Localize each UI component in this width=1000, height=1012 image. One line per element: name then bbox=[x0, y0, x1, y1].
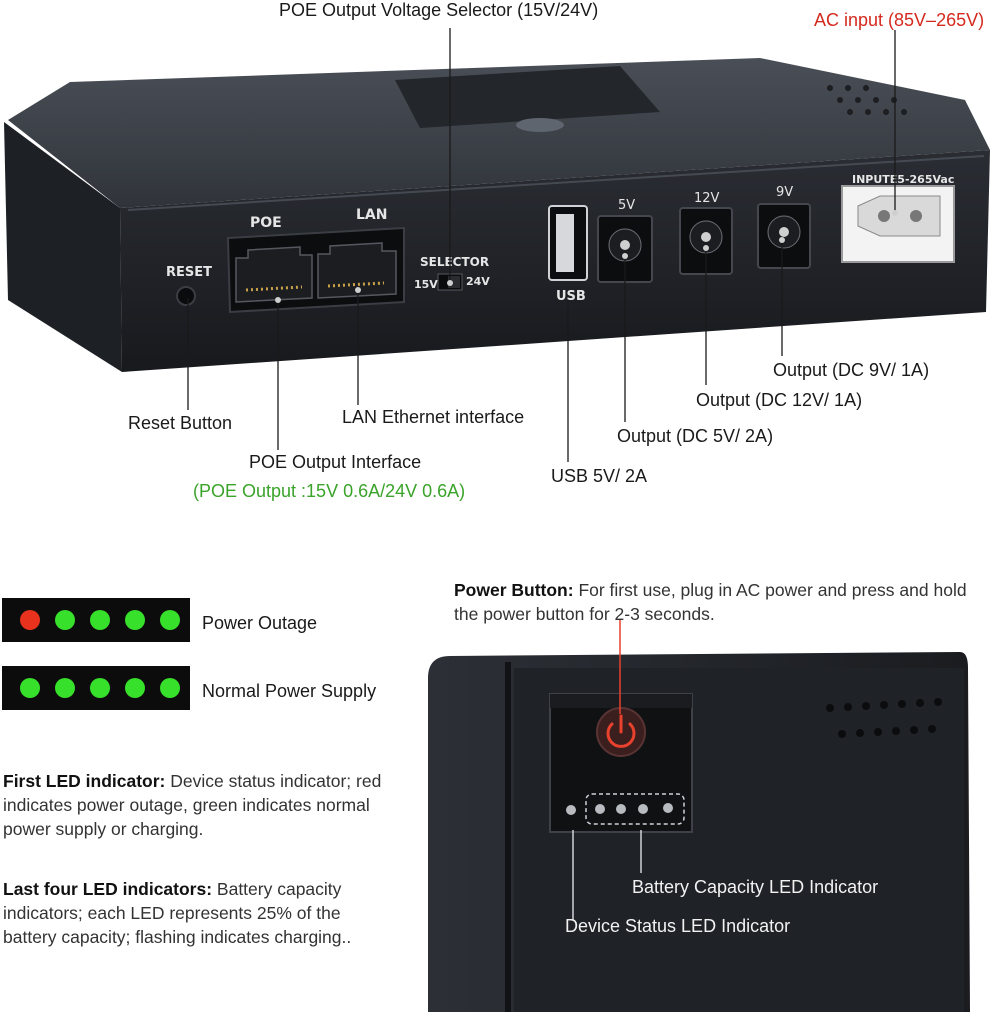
label-lan-interface: LAN Ethernet interface bbox=[342, 407, 525, 427]
led-dot bbox=[55, 610, 75, 630]
side-vent-holes bbox=[826, 698, 942, 738]
power-button-description: Power Button: For first use, plug in AC … bbox=[454, 578, 974, 626]
reset-pinhole bbox=[176, 286, 196, 306]
print-24v: 24V bbox=[466, 275, 490, 288]
battery-capacity-leds bbox=[595, 803, 673, 814]
led-dot bbox=[160, 610, 180, 630]
label-output-9v: Output (DC 9V/ 1A) bbox=[773, 360, 930, 380]
label-poe-interface: POE Output Interface bbox=[249, 452, 422, 472]
print-input: INPUTE5-265Vac bbox=[852, 173, 954, 186]
first-led-description: First LED indicator: Device status indic… bbox=[3, 769, 413, 841]
power-button[interactable] bbox=[596, 707, 646, 757]
device-left-side bbox=[4, 122, 122, 372]
last-led-text: Battery capacity indicators; each LED re… bbox=[3, 879, 352, 947]
print-usb: USB bbox=[556, 289, 586, 304]
power-button-title: Power Button: bbox=[454, 580, 574, 600]
led-bar-normal-power bbox=[2, 666, 190, 710]
leader-dots bbox=[275, 210, 898, 303]
usb-port[interactable] bbox=[548, 205, 588, 281]
led-dot bbox=[125, 610, 145, 630]
print-12v: 12V bbox=[694, 191, 720, 206]
led-dot bbox=[55, 678, 75, 698]
device-status-led bbox=[566, 805, 576, 815]
label-poe-selector: POE Output Voltage Selector (15V/24V) bbox=[279, 0, 599, 20]
label-poe-output-spec: (POE Output :15V 0.6A/24V 0.6A) bbox=[193, 481, 466, 501]
dc-5v-port[interactable] bbox=[597, 215, 653, 283]
first-led-title: First LED indicator: bbox=[3, 771, 166, 791]
ac-input-socket[interactable] bbox=[841, 185, 955, 263]
led-dot bbox=[125, 678, 145, 698]
power-icon bbox=[606, 722, 636, 748]
first-led-text: Device status indicator; red indicates p… bbox=[3, 771, 382, 839]
lan-port[interactable] bbox=[317, 242, 397, 299]
last-led-description: Last four LED indicators: Battery capaci… bbox=[3, 877, 363, 949]
label-battery-led: Battery Capacity LED Indicator bbox=[632, 877, 879, 897]
led-dot bbox=[160, 678, 180, 698]
print-lan: LAN bbox=[356, 207, 387, 223]
print-5v: 5V bbox=[618, 198, 635, 213]
label-ac-input: AC input (85V–265V) bbox=[814, 10, 985, 30]
print-selector: SELECTOR bbox=[420, 255, 489, 269]
print-poe: POE bbox=[250, 215, 282, 231]
print-15v: 15V bbox=[414, 278, 438, 291]
label-reset-button: Reset Button bbox=[128, 413, 233, 433]
dc-9v-port[interactable] bbox=[757, 203, 811, 269]
ups-device-front-view: RESET POE LAN SELECTOR 15V 24V USB 5V 12… bbox=[4, 28, 990, 462]
label-usb: USB 5V/ 2A bbox=[551, 466, 648, 486]
led-bar-power-outage bbox=[2, 598, 190, 642]
battery-led-group-outline bbox=[585, 793, 685, 825]
dc-12v-port[interactable] bbox=[679, 207, 733, 275]
print-reset: RESET bbox=[166, 265, 212, 280]
poe-port[interactable] bbox=[235, 246, 313, 303]
legend-label-power-outage: Power Outage bbox=[202, 613, 318, 633]
led-dot bbox=[20, 610, 40, 630]
ups-device-top-panel bbox=[428, 620, 970, 1012]
leader-lines-top bbox=[187, 28, 896, 462]
power-button-text: For first use, plug in AC power and pres… bbox=[454, 580, 967, 624]
device-top-ridge bbox=[395, 66, 660, 128]
print-9v: 9V bbox=[776, 185, 793, 200]
label-output-12v: Output (DC 12V/ 1A) bbox=[696, 390, 863, 410]
device-top-face bbox=[8, 58, 990, 208]
led-dot bbox=[90, 678, 110, 698]
label-output-5v: Output (DC 5V/ 2A) bbox=[617, 426, 774, 446]
last-led-title: Last four LED indicators: bbox=[3, 879, 213, 899]
legend-label-normal-power: Normal Power Supply bbox=[202, 681, 377, 701]
led-dot bbox=[90, 610, 110, 630]
label-device-led: Device Status LED Indicator bbox=[565, 916, 791, 936]
led-dot bbox=[20, 678, 40, 698]
